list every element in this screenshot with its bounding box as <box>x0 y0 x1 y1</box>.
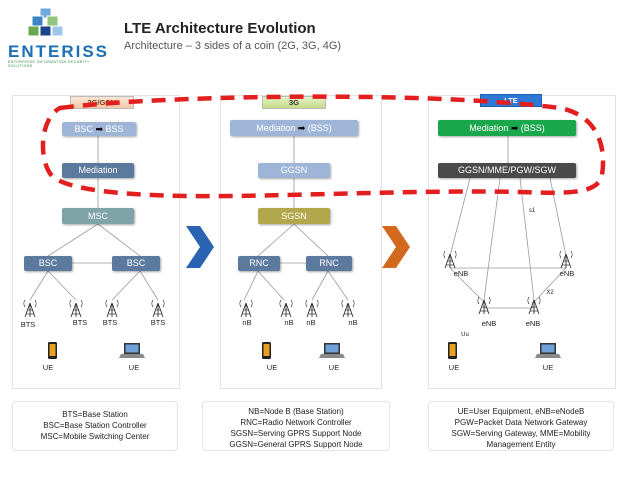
legend-line: NB=Node B (Base Station) <box>248 407 344 416</box>
page-title: LTE Architecture Evolution <box>124 20 316 37</box>
gsm-msc-node: MSC <box>62 208 134 224</box>
legend-line: SGSN=Serving GPRS Support Node <box>230 429 362 438</box>
arrow-right-icon: ➡ <box>297 123 306 133</box>
laptop-icon <box>535 343 561 358</box>
gsm-bsc-label: BSC <box>74 124 93 134</box>
lte-s1-label: s1 <box>528 208 536 214</box>
logo-cubes-icon <box>28 8 64 37</box>
umts-rnc-right-node: RNC <box>306 256 352 271</box>
legend-line: GGSN=General GPRS Support Node <box>229 440 363 449</box>
legend-umts: NB=Node B (Base Station) RNC=Radio Netwo… <box>202 401 390 451</box>
lte-enb-label: eNB <box>453 269 469 278</box>
panel-lte <box>428 95 616 389</box>
gsm-bsc-right-node: BSC <box>112 256 160 271</box>
umts-ggsn-node: GGSN <box>258 163 330 178</box>
lte-ue-label: UE <box>542 363 554 372</box>
laptop-icon <box>119 343 145 358</box>
lte-bss-label: (BSS) <box>520 123 545 133</box>
umts-nb-label: nB <box>348 318 358 327</box>
umts-nb-label: nB <box>306 318 316 327</box>
chevron-right-orange-icon <box>382 226 410 268</box>
umts-nb-label: nB <box>284 318 294 327</box>
gsm-bts-label: BTS <box>72 318 88 327</box>
phone-icon <box>48 342 57 359</box>
chevron-right-blue-icon <box>186 226 214 268</box>
panel-2g-gsm <box>12 95 180 389</box>
laptop-icon <box>319 343 345 358</box>
lte-x2-label: X2 <box>546 290 554 296</box>
phone-icon <box>448 342 457 359</box>
phone-icon <box>262 342 271 359</box>
legend-line: BSC=Base Station Controller <box>43 421 147 430</box>
gsm-bsc-left-node: BSC <box>24 256 72 271</box>
gsm-ue-label: UE <box>128 363 140 372</box>
panel-3g <box>220 95 382 389</box>
logo <box>28 8 68 40</box>
umts-nb-label: nB <box>242 318 252 327</box>
lte-enb-label: eNB <box>481 319 497 328</box>
umts-bss-label: (BSS) <box>307 123 332 133</box>
umts-mediation-node: Mediation ➡ (BSS) <box>230 120 358 136</box>
umts-sgsn-node: SGSN <box>258 208 330 224</box>
legend-line: UE=User Equipment, eNB=eNodeB <box>457 407 585 416</box>
legend-lte: UE=User Equipment, eNB=eNodeB PGW=Packet… <box>428 401 614 451</box>
arrow-right-icon: ➡ <box>510 123 519 133</box>
legend-line: MSC=Mobile Switching Center <box>40 432 150 441</box>
gsm-mediation-node: Mediation <box>62 163 134 178</box>
lte-uu-label: Uu <box>461 332 469 338</box>
gsm-bss-node: BSC ➡ BSS <box>62 122 136 136</box>
legend-line: PGW=Packet Data Network Gateway <box>454 418 588 427</box>
gsm-ue-label: UE <box>42 363 54 372</box>
gsm-bts-label: BTS <box>102 318 118 327</box>
legend-gsm: BTS=Base Station BSC=Base Station Contro… <box>12 401 178 451</box>
umts-mediation-label: Mediation <box>256 123 296 133</box>
legend-line: BTS=Base Station <box>62 410 128 419</box>
page-subtitle: Architecture – 3 sides of a coin (2G, 3G… <box>124 40 342 52</box>
logo-text: ENTERISS <box>8 42 110 61</box>
arrow-right-icon: ➡ <box>95 124 104 134</box>
lte-core-node: GGSN/MME/PGW/SGW <box>438 163 576 178</box>
logo-tagline: ENTERPRISE INFORMATION SECURITY SOLUTION… <box>8 60 90 68</box>
umts-ue-label: UE <box>266 363 278 372</box>
gsm-bts-label: BTS <box>150 318 166 327</box>
legend-line: Management Entity <box>486 440 556 449</box>
lte-mediation-node: Mediation ➡ (BSS) <box>438 120 576 136</box>
umts-rnc-left-node: RNC <box>238 256 280 271</box>
gsm-bts-label: BTS <box>20 320 36 329</box>
lte-ue-label: UE <box>448 363 460 372</box>
lte-enb-label: eNB <box>525 319 541 328</box>
gsm-bss-label: BSS <box>105 124 124 134</box>
umts-ue-label: UE <box>328 363 340 372</box>
legend-line: SGW=Serving Gateway, MME=Mobility <box>451 429 591 438</box>
lte-enb-label: eNB <box>559 269 575 278</box>
lte-mediation-label: Mediation <box>469 123 509 133</box>
legend-line: RNC=Radio Network Controller <box>240 418 352 427</box>
